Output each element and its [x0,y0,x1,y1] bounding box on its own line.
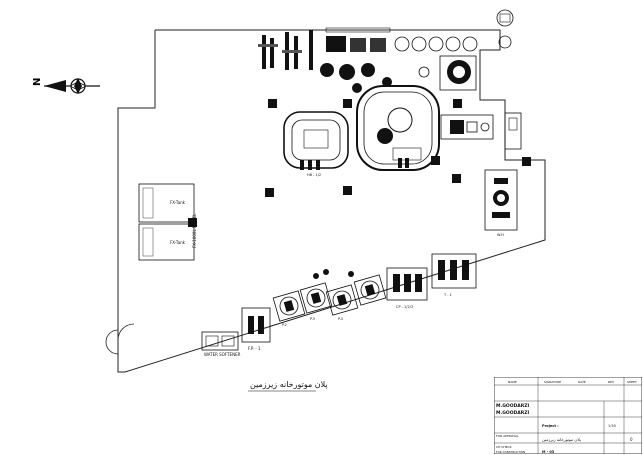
label-wh: W.H [497,233,504,237]
columns [188,99,531,227]
north-arrow [44,78,100,94]
tb-header-rev: REV [608,380,615,384]
gauges [313,269,354,279]
boiler-1 [356,85,440,171]
label-expansion-note: FX-1000L MODEL [192,213,197,248]
tb-sheet-no: M - 03 [542,450,555,454]
label-f-pump: F.P. - 1 [248,346,261,351]
tb-rev: 0 [630,437,633,442]
label-p4: P.4 [338,317,344,321]
storage-tank-upper [138,183,195,223]
drawing-caption: پلان موتورخانه زیرزمین [250,380,328,389]
tb-header-sheet: SHEET [627,380,637,384]
tb-scale: 1:50 [608,424,616,428]
tb-header-date: DATE [578,380,586,384]
label-tank-lower: FX-Tank [170,240,186,245]
label-hb: HB - 1/2 [307,173,321,177]
fire-pump-panel [241,307,271,343]
tb-header-name: NAME [508,380,517,384]
label-p2: P.2 [282,323,287,327]
boiler-2 [283,111,349,170]
title-block: NAME SIGNATURE DATE REV SHEET M.GOODARZI… [494,377,642,454]
label-t1: T - 1 [443,293,452,297]
tb-title-text: پلان موتورخانه زیرزمین [542,437,581,442]
tb-checked-by: M.GOODARZI [496,410,529,416]
water-heater [484,169,518,231]
label-cp: CP - 1/2/3 [396,305,413,309]
door-swing [117,323,135,341]
label-tank-upper: FX-Tank [170,200,186,205]
north-label: N [32,78,43,86]
heat-exchanger [440,112,522,150]
pump-skid-2 [431,253,477,289]
label-p3: P.3 [310,317,315,321]
tank-row [394,9,514,52]
door-swing-2 [105,329,119,355]
water-softener [201,331,239,351]
storage-tank-lower [138,223,195,261]
pump-skid-1 [386,267,428,301]
tb-project-label: Project : [542,424,559,428]
pump-group-top [320,63,392,93]
tb-for-construction: FOR CONSTRUCTION [496,450,525,454]
tb-ch-check: CH CHECK [496,445,513,449]
label-water-softener: WATER SOFTENER [204,352,241,357]
pump-row [272,274,387,322]
tb-drawn-by: M.GOODARZI [496,403,529,409]
tb-for-approval: FOR APPROVAL [496,434,519,438]
valve-cluster [258,30,313,70]
manifold [325,27,391,52]
tb-header-signature: SIGNATURE [544,380,561,384]
expansion-vessel [418,55,477,91]
